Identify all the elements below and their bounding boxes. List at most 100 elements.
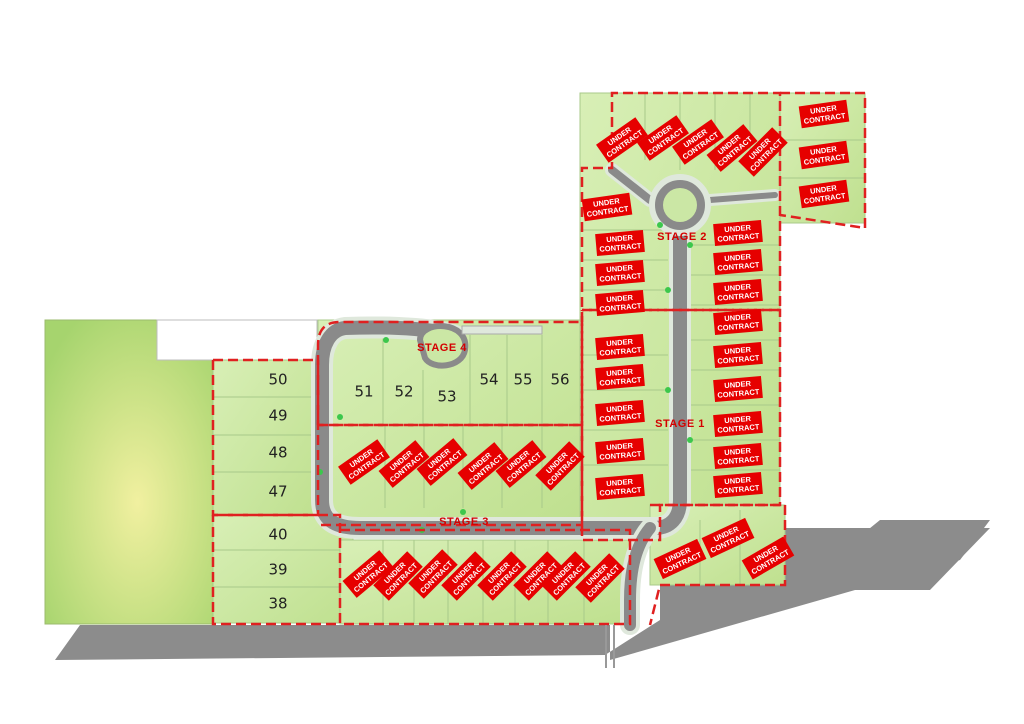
badge-background: [741, 536, 795, 580]
lot-number: 48: [268, 444, 287, 462]
badge-background: [595, 289, 645, 317]
badge-text-line2: CONTRACT: [717, 290, 760, 303]
badge-background: [653, 538, 707, 580]
reserve-strip: [461, 325, 543, 335]
cul-de-sac-stage-4: [416, 323, 469, 369]
stage-boundaries: [211, 91, 867, 626]
stage-label: STAGE 2: [657, 231, 707, 243]
stage-label: STAGE 3: [439, 516, 489, 528]
badge-text-line1: UNDER: [724, 223, 752, 234]
badge-background: [513, 551, 563, 601]
badge-text-line1: UNDER: [724, 379, 752, 390]
roads: [311, 163, 781, 635]
badge-background: [738, 127, 788, 177]
lot-number: 49: [268, 407, 287, 425]
badge-text-line1: UNDER: [606, 403, 634, 414]
badge-text-line2: CONTRACT: [599, 301, 642, 314]
lot-number: 52: [394, 383, 413, 401]
badge-background: [713, 341, 763, 369]
lot-number: 54: [479, 371, 498, 389]
lot-number: 56: [550, 371, 569, 389]
badge-text-line1: UNDER: [724, 282, 752, 293]
badge-background: [713, 308, 763, 336]
lot-number: 38: [268, 595, 287, 613]
badge-text-line2: CONTRACT: [599, 241, 642, 254]
stage-labels: STAGE 1 STAGE 2 STAGE 3 STAGE 4: [417, 231, 707, 528]
badge-background: [441, 551, 491, 601]
badge-text-line2: CONTRACT: [717, 260, 760, 273]
badge-background: [713, 471, 763, 499]
badge-text-line1: UNDER: [724, 475, 752, 486]
badge-text-line1: UNDER: [593, 196, 621, 209]
badge-text-line1: UNDER: [606, 337, 634, 348]
badge-text-line2: CONTRACT: [599, 375, 642, 388]
badge-background: [338, 439, 390, 485]
badge-background: [495, 440, 547, 488]
badge-text-line1: UNDER: [724, 312, 752, 323]
badge-background: [672, 119, 724, 165]
lot-number: 51: [354, 383, 373, 401]
badge-text-line1: UNDER: [606, 293, 634, 304]
badge-background: [541, 551, 591, 601]
badge-text-line2: CONTRACT: [717, 353, 760, 366]
badge-text-line2: CONTRACT: [717, 483, 760, 496]
badge-background: [713, 219, 763, 247]
badge-background: [408, 549, 458, 599]
badge-background: [595, 229, 645, 257]
badge-background: [798, 99, 850, 129]
badge-text-line2: CONTRACT: [599, 449, 642, 462]
badge-background: [378, 440, 430, 488]
badge-background: [457, 442, 509, 490]
stage-label: STAGE 4: [417, 342, 467, 354]
badge-text-line2: CONTRACT: [717, 387, 760, 400]
badge-text-line2: CONTRACT: [717, 454, 760, 467]
unsold-block: [156, 319, 318, 361]
stage-label: STAGE 1: [655, 418, 705, 430]
path-markers: [317, 222, 693, 533]
badge-text-line2: CONTRACT: [717, 231, 760, 244]
badge-text-line1: UNDER: [606, 367, 634, 378]
badge-background: [706, 124, 758, 172]
badge-text-line2: CONTRACT: [599, 485, 642, 498]
lot-number: 55: [513, 371, 532, 389]
badge-background: [575, 553, 625, 603]
badge-background: [596, 117, 648, 163]
badge-text-line1: UNDER: [724, 345, 752, 356]
badge-background: [595, 437, 645, 465]
lot-number: 39: [268, 561, 287, 579]
lot-number: 40: [268, 526, 287, 544]
badge-background: [713, 278, 763, 306]
badge-background: [595, 363, 645, 391]
badge-background: [713, 248, 763, 276]
badge-text-line1: UNDER: [724, 414, 752, 425]
badge-background: [798, 140, 850, 170]
badge-text-line1: UNDER: [810, 144, 838, 157]
badge-background: [595, 333, 645, 361]
badge-background: [477, 551, 527, 601]
badge-text-line1: UNDER: [810, 103, 838, 116]
badge-text-line1: UNDER: [606, 263, 634, 274]
open-space-park: [44, 319, 214, 625]
